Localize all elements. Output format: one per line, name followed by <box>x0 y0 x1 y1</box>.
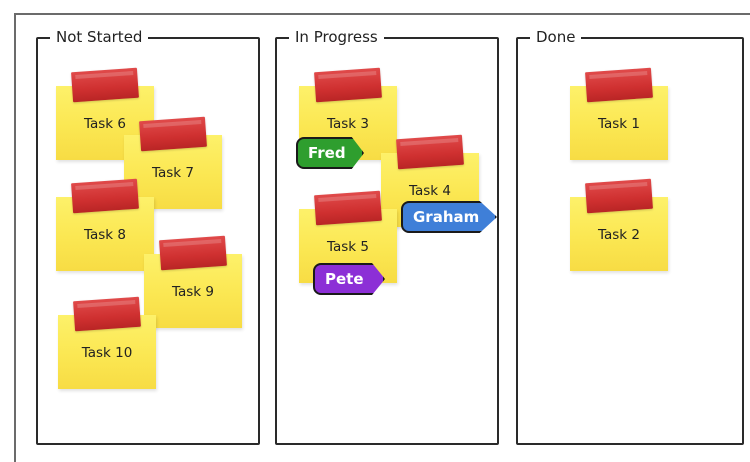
tape-icon <box>71 178 139 214</box>
tape-icon <box>73 296 141 332</box>
note-label: Task 6 <box>83 116 127 132</box>
column-title: In Progress <box>289 27 384 47</box>
assignee-name: Pete <box>325 270 364 288</box>
note-label: Task 1 <box>597 116 641 132</box>
assignee-tag-pete[interactable]: Pete <box>313 263 385 295</box>
column-title: Not Started <box>50 27 149 47</box>
note-label: Task 10 <box>81 345 133 361</box>
note-label: Task 7 <box>151 165 195 181</box>
note-label: Task 4 <box>408 183 452 199</box>
sticky-note-task-6[interactable]: Task 6 <box>56 67 154 160</box>
assignee-tag-graham[interactable]: Graham <box>401 201 497 233</box>
sticky-note-task-7[interactable]: Task 7 <box>124 116 222 209</box>
note-label: Task 8 <box>83 227 127 243</box>
column-in-progress: In Progress Task 3 Task 4 Task 5 Fred Gr… <box>275 27 499 445</box>
tape-icon <box>71 67 139 103</box>
tape-icon <box>159 235 227 271</box>
tape-icon <box>139 116 207 152</box>
board-frame-top <box>14 13 750 15</box>
note-label: Task 5 <box>326 239 370 255</box>
assignee-name: Graham <box>413 208 480 226</box>
tape-icon <box>396 134 464 170</box>
assignee-name: Fred <box>308 144 346 162</box>
tape-icon <box>314 67 382 103</box>
tape-icon <box>314 190 382 226</box>
tape-icon <box>585 67 653 103</box>
board-frame-left <box>14 13 16 462</box>
note-label: Task 2 <box>597 227 641 243</box>
sticky-note-task-1[interactable]: Task 1 <box>570 67 668 160</box>
sticky-note-task-2[interactable]: Task 2 <box>570 178 668 271</box>
sticky-note-task-9[interactable]: Task 9 <box>144 235 242 328</box>
note-label: Task 9 <box>171 284 215 300</box>
column-not-started: Not Started Task 6 Task 7 Task 8 Task 9 … <box>36 27 260 445</box>
column-done: Done Task 1 Task 2 <box>516 27 744 445</box>
note-label: Task 3 <box>326 116 370 132</box>
assignee-tag-fred[interactable]: Fred <box>296 137 364 169</box>
column-title: Done <box>530 27 582 47</box>
sticky-note-task-10[interactable]: Task 10 <box>58 296 156 389</box>
tape-icon <box>585 178 653 214</box>
sticky-note-task-8[interactable]: Task 8 <box>56 178 154 271</box>
